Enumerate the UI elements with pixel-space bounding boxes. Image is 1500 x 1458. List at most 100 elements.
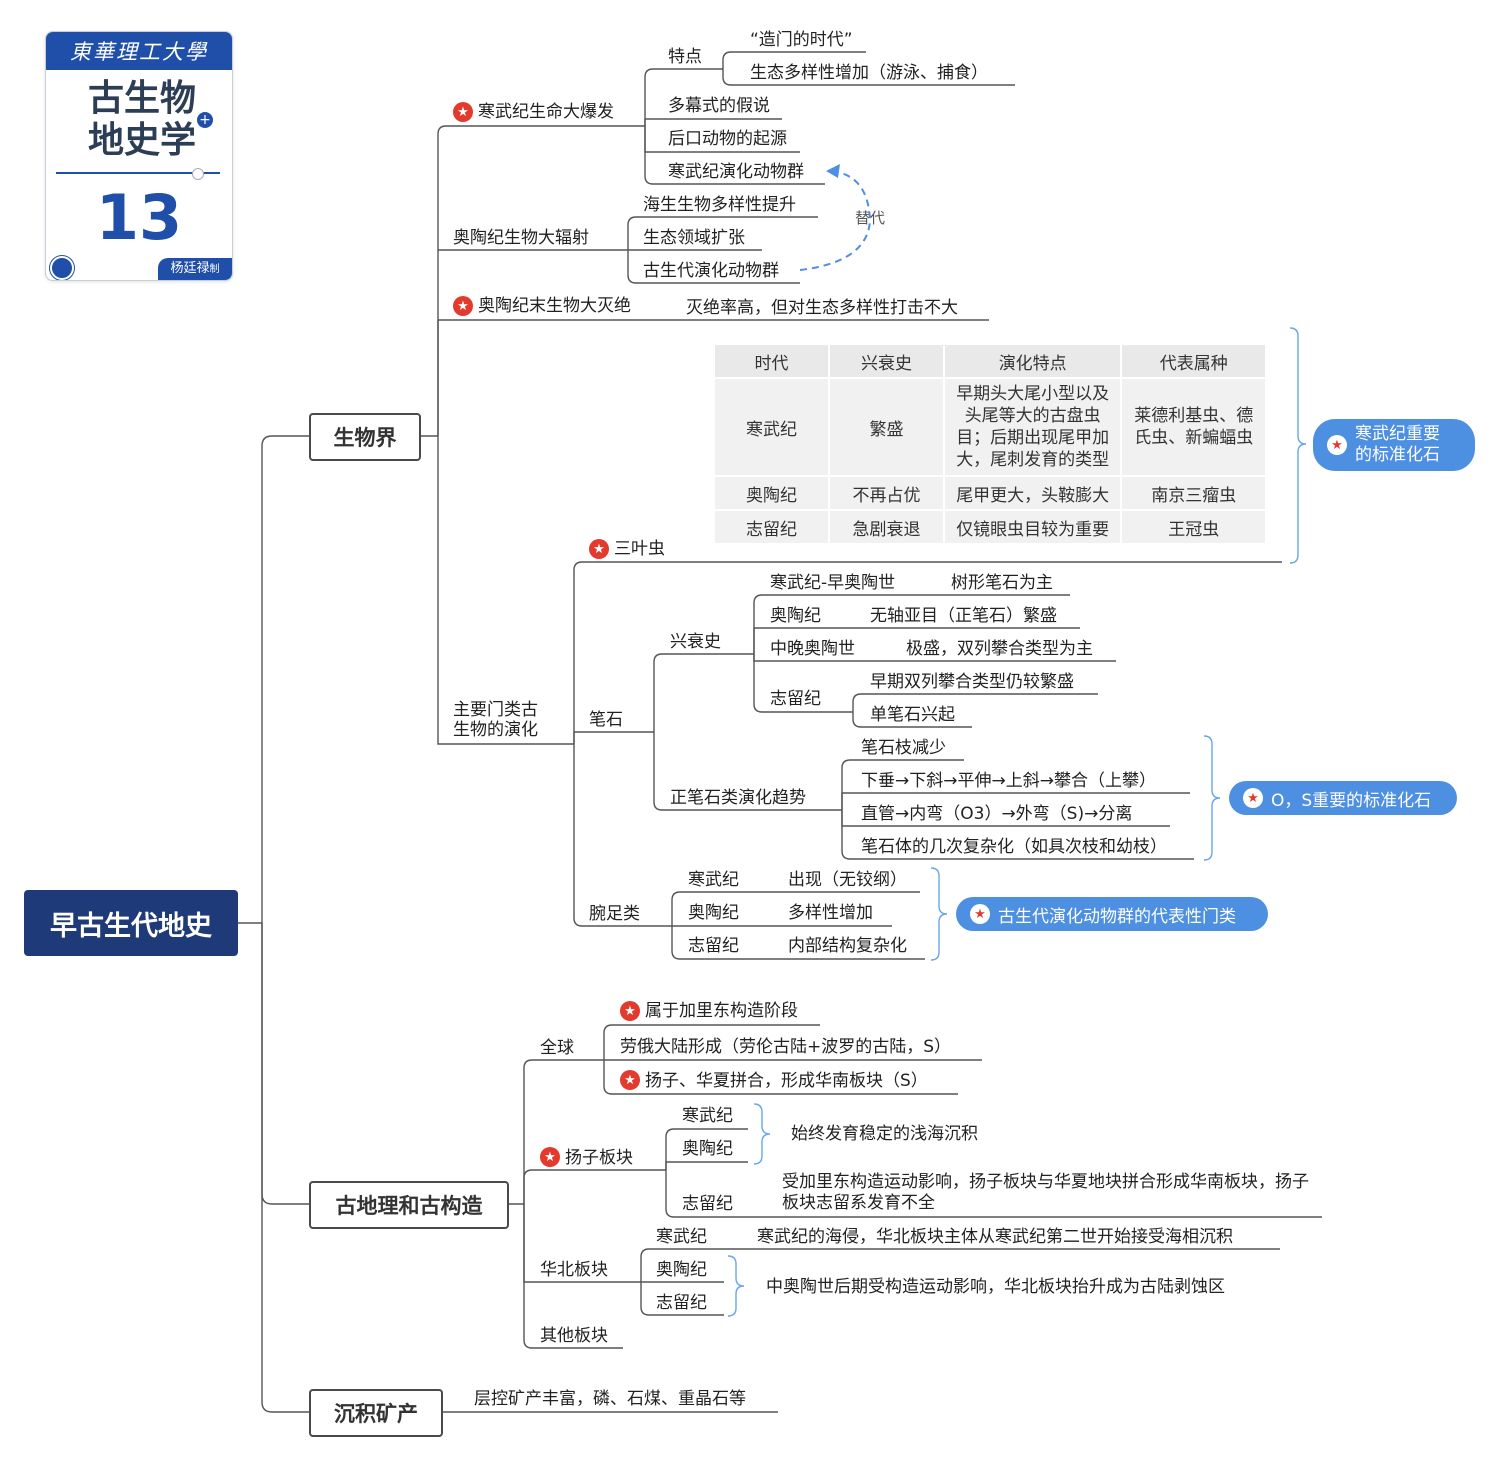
- node-grap-h2-period[interactable]: 奥陶纪: [770, 606, 821, 626]
- school-emblem-icon: [50, 256, 74, 280]
- table-cell: 早期头大尾小型以及头尾等大的古盘虫目；后期出现尾甲加大，尾刺发育的类型: [944, 379, 1121, 475]
- key-point-star-icon: [540, 1147, 560, 1167]
- node-yangtze-p2[interactable]: 奥陶纪: [682, 1139, 733, 1159]
- node-paleozoic-fauna[interactable]: 古生代演化动物群: [643, 261, 779, 281]
- node-minerals-desc[interactable]: 层控矿产丰富，磷、石煤、重晶石等: [474, 1389, 746, 1409]
- replace-label: 替代: [855, 209, 886, 227]
- root-node[interactable]: 早古生代地史: [24, 890, 238, 956]
- node-multi-act-hypothesis[interactable]: 多幕式的假说: [668, 96, 770, 116]
- divider-dot-icon: [192, 168, 204, 180]
- table-cell: 繁盛: [829, 379, 943, 475]
- node-marine-diversity[interactable]: 海生生物多样性提升: [643, 195, 796, 215]
- node-grap-h3-period[interactable]: 中晚奥陶世: [770, 639, 855, 659]
- node-global[interactable]: 全球: [540, 1038, 574, 1058]
- author-badge: 杨廷禄制: [158, 258, 232, 280]
- node-yangtze-p3[interactable]: 志留纪: [682, 1194, 733, 1214]
- callout-os-index-fossil[interactable]: O，S重要的标准化石: [1229, 781, 1457, 815]
- node-paleogeography[interactable]: 古地理和古构造: [309, 1181, 509, 1229]
- node-cambrian-fauna[interactable]: 寒武纪演化动物群: [668, 162, 804, 182]
- node-trilobite[interactable]: 三叶虫: [614, 539, 665, 559]
- node-brach-d1[interactable]: 出现（无铰纲）: [788, 870, 907, 890]
- key-point-star-icon: [1327, 435, 1347, 455]
- node-brachiopod[interactable]: 腕足类: [589, 904, 640, 924]
- table-cell: 志留纪: [715, 511, 828, 543]
- table-row: 寒武纪 繁盛 早期头大尾小型以及头尾等大的古盘虫目；后期出现尾甲加大，尾刺发育的…: [715, 379, 1265, 475]
- node-nc-p1-desc[interactable]: 寒武纪的海侵，华北板块主体从寒武纪第二世开始接受海相沉积: [757, 1227, 1233, 1247]
- node-brach-d2[interactable]: 多样性增加: [788, 903, 873, 923]
- node-yangtze-p12-desc[interactable]: 始终发育稳定的浅海沉积: [791, 1124, 978, 1144]
- node-nc-p2[interactable]: 奥陶纪: [656, 1260, 707, 1280]
- author-suffix: 制: [209, 264, 220, 275]
- course-title: 古生物地史学: [87, 78, 196, 161]
- table-row: 奥陶纪 不再占优 尾甲更大，头鞍膨大 南京三瘤虫: [715, 477, 1265, 509]
- logo-divider: [56, 172, 220, 174]
- chapter-number: 13: [95, 181, 183, 254]
- node-grap-h4-desc-2[interactable]: 单笔石兴起: [870, 705, 955, 725]
- node-yangtze-p1[interactable]: 寒武纪: [682, 1106, 733, 1126]
- node-grap-trend-2[interactable]: 下垂→下斜→平伸→上斜→攀合（上攀）: [861, 771, 1156, 791]
- callout-text: 寒武纪重要的标准化石: [1355, 424, 1440, 465]
- key-point-star-icon: [453, 296, 473, 316]
- node-features[interactable]: 特点: [668, 47, 702, 67]
- node-global-1[interactable]: 属于加里东构造阶段: [645, 1001, 798, 1021]
- node-major-groups[interactable]: 主要门类古生物的演化: [453, 700, 538, 740]
- node-nc-p23-desc[interactable]: 中奥陶世后期受构造运动影响，华北板块抬升成为古陆剥蚀区: [766, 1277, 1225, 1297]
- node-global-3[interactable]: 扬子、华夏拼合，形成华南板块（S）: [645, 1071, 928, 1091]
- node-grap-h1-period[interactable]: 寒武纪-早奥陶世: [770, 573, 896, 593]
- node-sedimentary-minerals[interactable]: 沉积矿产: [309, 1389, 443, 1437]
- callout-text: 古生代演化动物群的代表性门类: [998, 906, 1236, 927]
- node-graptolite[interactable]: 笔石: [589, 710, 623, 730]
- node-grap-history[interactable]: 兴衰史: [670, 632, 721, 652]
- node-grap-h4-period[interactable]: 志留纪: [770, 689, 821, 709]
- table-cell: 不再占优: [829, 477, 943, 509]
- key-point-star-icon: [589, 539, 609, 559]
- callout-paleozoic-fauna-rep[interactable]: 古生代演化动物群的代表性门类: [956, 897, 1268, 931]
- table-cell: 仅镜眼虫目较为重要: [944, 511, 1121, 543]
- key-point-star-icon: [1243, 788, 1263, 808]
- node-brach-p2[interactable]: 奥陶纪: [688, 903, 739, 923]
- callout-cambrian-index-fossil[interactable]: 寒武纪重要的标准化石: [1313, 419, 1475, 471]
- node-yangtze-p3-desc[interactable]: 受加里东构造运动影响，扬子板块与华夏地块拼合形成华南板块，扬子板块志留系发育不全: [782, 1172, 1309, 1213]
- node-global-2[interactable]: 劳俄大陆形成（劳伦古陆+波罗的古陆，S）: [620, 1037, 952, 1057]
- node-grap-trend-3[interactable]: 直管→内弯（O3）→外弯（S)→分离: [861, 804, 1133, 824]
- table-header: 代表属种: [1122, 345, 1265, 377]
- node-grap-trend-4[interactable]: 笔石体的几次复杂化（如具次枝和幼枝）: [861, 837, 1167, 857]
- node-nc-p1[interactable]: 寒武纪: [656, 1227, 707, 1247]
- node-feature-phyla-era[interactable]: “造门的时代”: [750, 30, 853, 50]
- node-brach-d3[interactable]: 内部结构复杂化: [788, 936, 907, 956]
- table-cell: 南京三瘤虫: [1122, 477, 1265, 509]
- node-ordovician-extinction[interactable]: 奥陶纪末生物大灭绝: [478, 296, 631, 316]
- callout-text: O，S重要的标准化石: [1271, 790, 1432, 811]
- table-row: 志留纪 急剧衰退 仅镜眼虫目较为重要 王冠虫: [715, 511, 1265, 543]
- node-yangtze[interactable]: 扬子板块: [565, 1148, 633, 1168]
- table-cell: 尾甲更大，头鞍膨大: [944, 477, 1121, 509]
- table-cell: 寒武纪: [715, 379, 828, 475]
- node-deuterostome-origin[interactable]: 后口动物的起源: [668, 129, 787, 149]
- node-grap-trend-1[interactable]: 笔石枝减少: [861, 738, 946, 758]
- node-ordovician-radiation[interactable]: 奥陶纪生物大辐射: [453, 228, 589, 248]
- key-point-star-icon: [620, 1070, 640, 1090]
- node-grap-h1-desc[interactable]: 树形笔石为主: [951, 573, 1053, 593]
- node-extinction-note[interactable]: 灭绝率高，但对生态多样性打击不大: [686, 298, 958, 318]
- node-north-china[interactable]: 华北板块: [540, 1260, 608, 1280]
- node-grap-h4-desc-1[interactable]: 早期双列攀合类型仍较繁盛: [870, 672, 1074, 692]
- node-cambrian-explosion[interactable]: 寒武纪生命大爆发: [478, 102, 614, 122]
- author-name: 杨廷禄: [170, 261, 210, 276]
- key-point-star-icon: [620, 1001, 640, 1021]
- node-feature-eco-diversity[interactable]: 生态多样性增加（游泳、捕食）: [750, 63, 988, 83]
- plus-icon: +: [197, 112, 213, 128]
- node-grap-h2-desc[interactable]: 无轴亚目（正笔石）繁盛: [870, 606, 1057, 626]
- node-brach-p3[interactable]: 志留纪: [688, 936, 739, 956]
- table-header: 兴衰史: [829, 345, 943, 377]
- node-other-plates[interactable]: 其他板块: [540, 1326, 608, 1346]
- node-grap-h3-desc[interactable]: 极盛，双列攀合类型为主: [906, 639, 1093, 659]
- node-grap-trend[interactable]: 正笔石类演化趋势: [670, 788, 806, 808]
- node-brach-p1[interactable]: 寒武纪: [688, 870, 739, 890]
- node-ecospace-expansion[interactable]: 生态领域扩张: [643, 228, 745, 248]
- table-cell: 莱德利基虫、德氏虫、新蝙蝠虫: [1122, 379, 1265, 475]
- node-nc-p3[interactable]: 志留纪: [656, 1293, 707, 1313]
- node-biosphere[interactable]: 生物界: [309, 413, 421, 461]
- course-logo: 東華理工大學 古生物地史学 + 13 杨廷禄制: [45, 31, 233, 281]
- table-cell: 奥陶纪: [715, 477, 828, 509]
